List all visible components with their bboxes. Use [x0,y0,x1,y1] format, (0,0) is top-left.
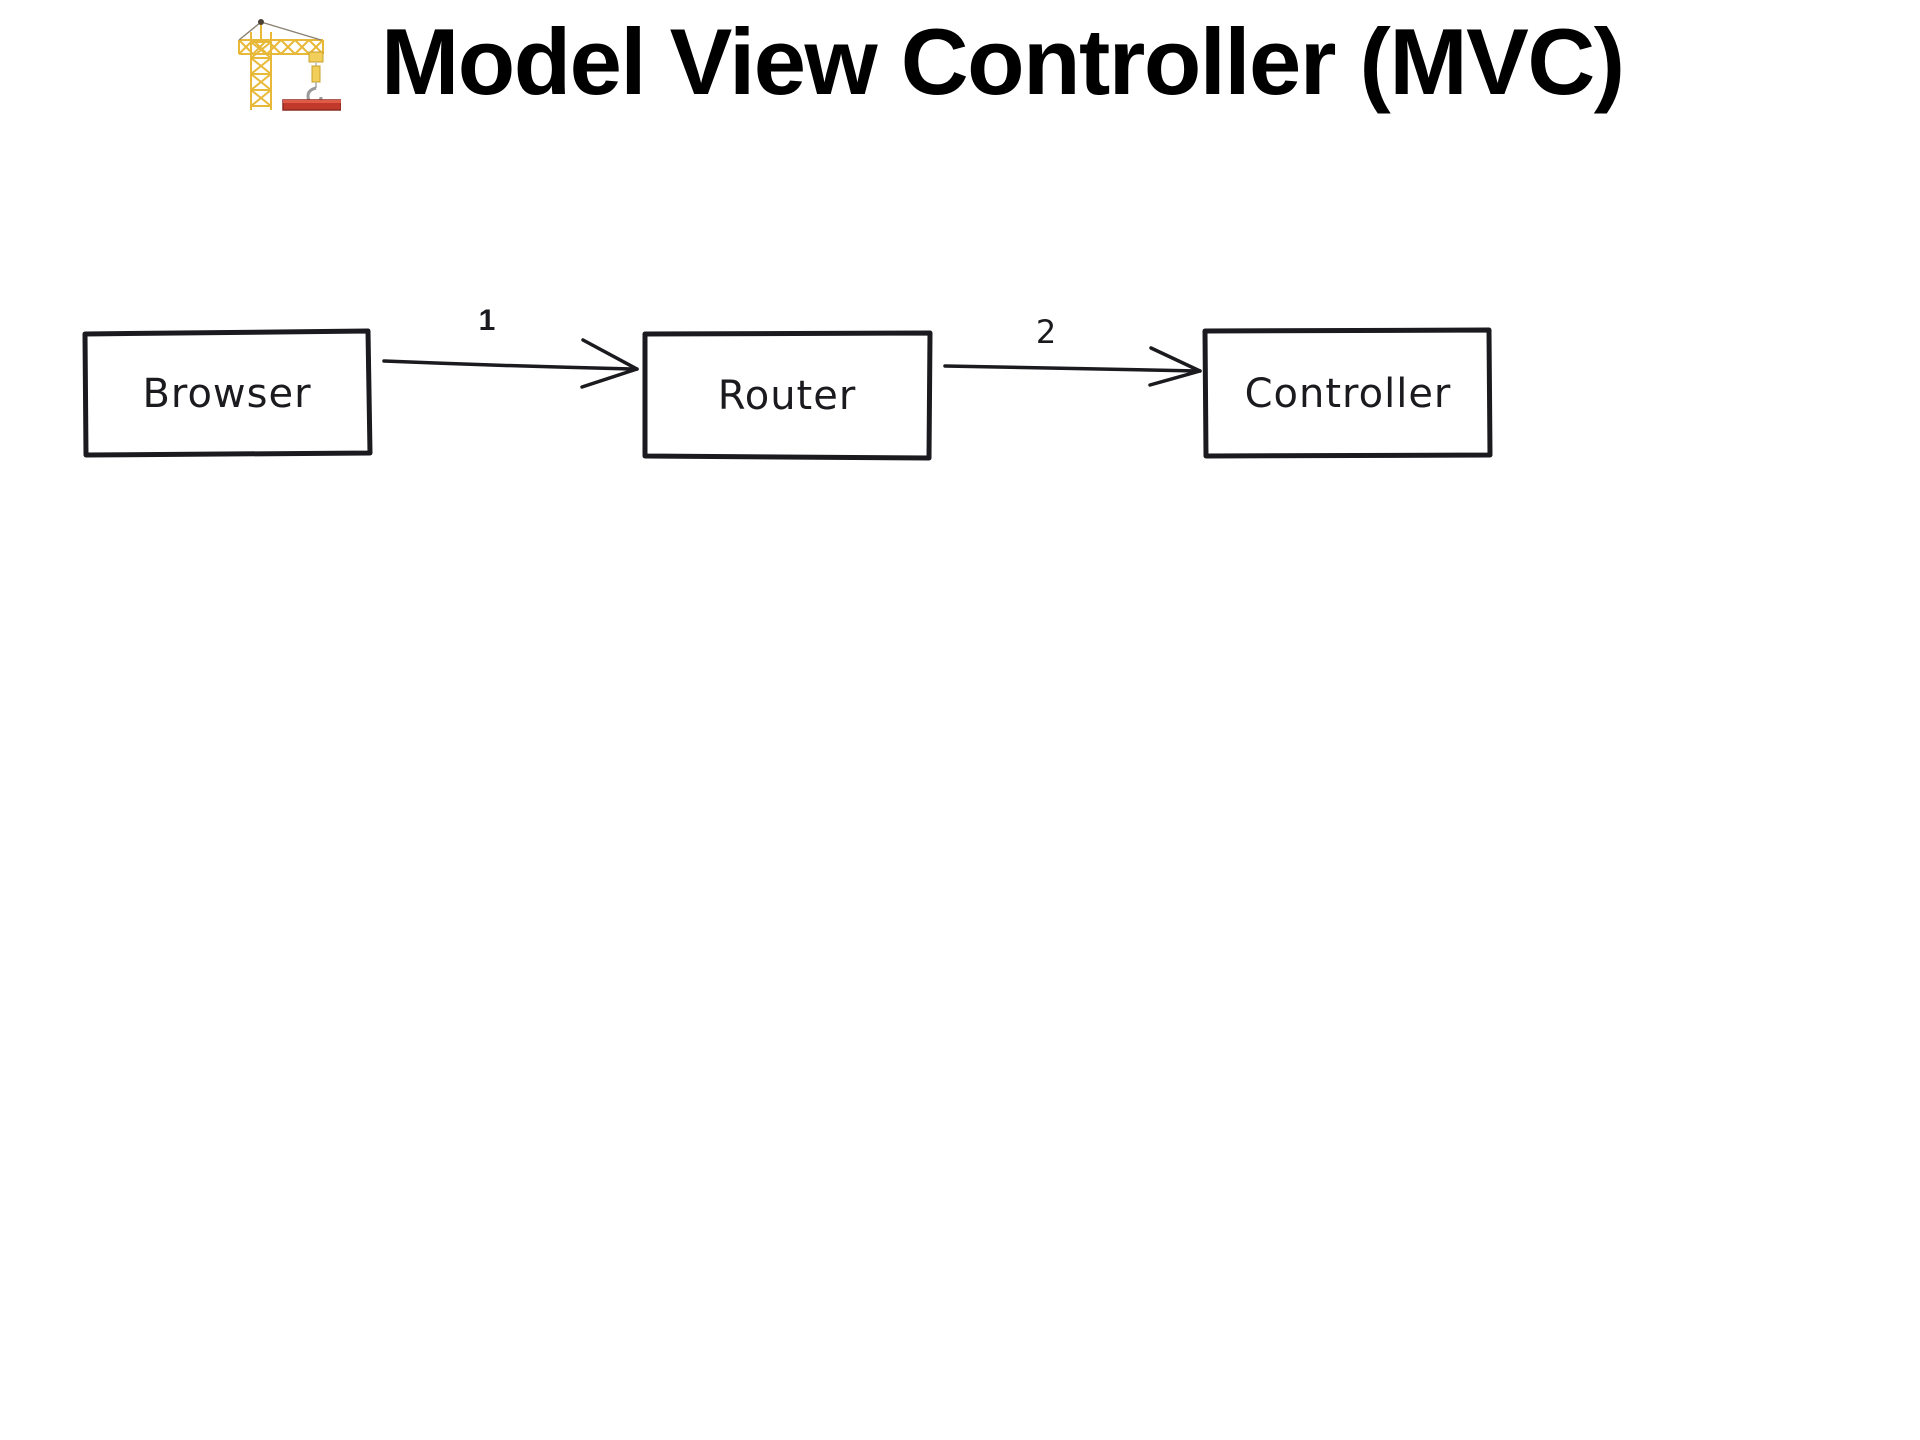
diagram-node-browser-label: Browser [142,371,311,417]
slide-header: Model View Controller (MVC) [225,8,1625,120]
diagram-node-controller-label: Controller [1245,371,1452,417]
diagram-node-router-label: Router [718,373,857,419]
diagram-edge-router-controller-label: 2 [1036,313,1056,351]
page-title: Model View Controller (MVC) [381,9,1625,114]
diagram-edge-browser-router-label: 1 [479,304,496,337]
construction-crane-emoji [238,19,341,111]
diagram-edge-router-controller[interactable]: 2 [943,313,1202,387]
diagram-edge-browser-router[interactable]: 1 [382,304,639,389]
diagram-node-router[interactable]: Router [642,330,933,461]
diagram-node-browser[interactable]: Browser [82,328,373,458]
diagram-node-controller[interactable]: Controller [1202,327,1493,459]
